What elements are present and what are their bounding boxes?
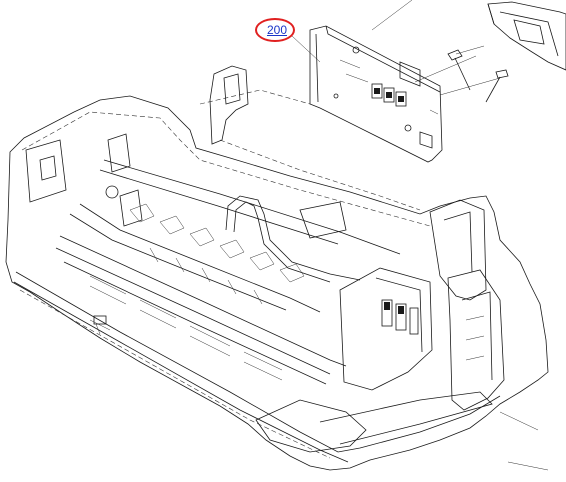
leader-lines [291,0,549,471]
main-board-part [309,25,509,163]
part-callout-link-200[interactable]: 200 [266,23,288,37]
printer-chassis [5,65,549,471]
corner-bracket-part [487,1,566,71]
